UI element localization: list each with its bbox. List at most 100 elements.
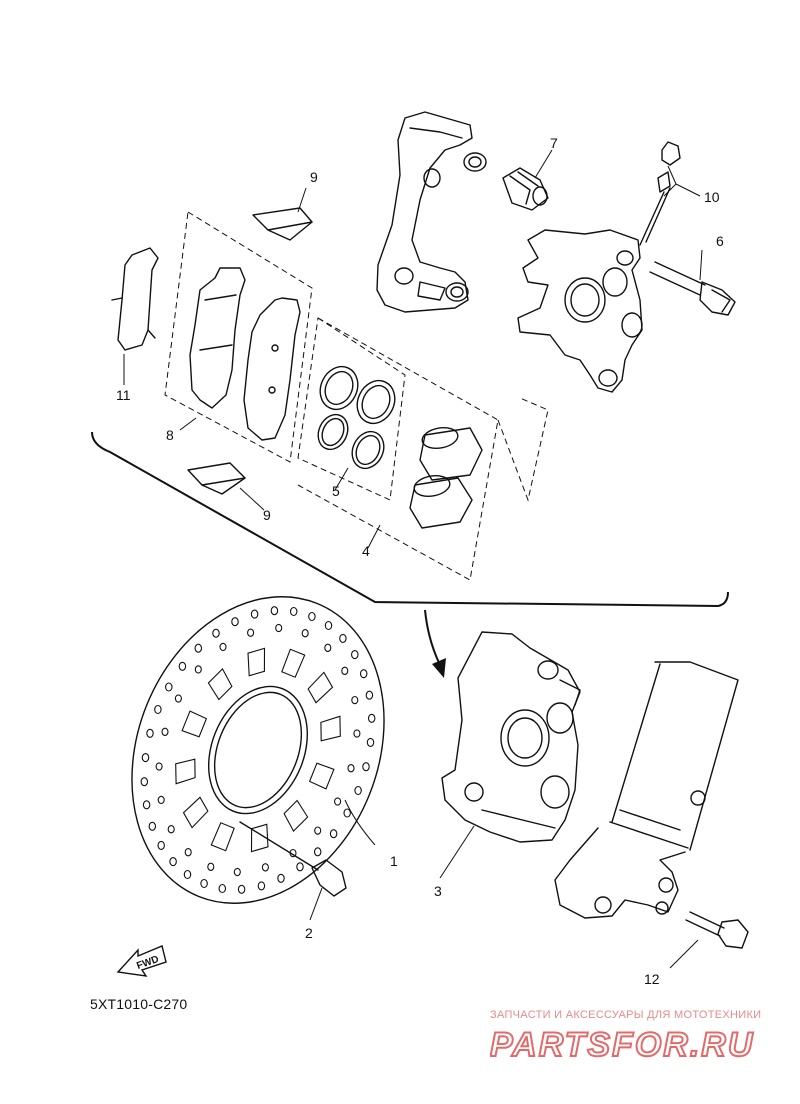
callout-4: 4 xyxy=(362,543,370,559)
disc-hole xyxy=(174,694,182,703)
callout-12: 12 xyxy=(644,971,660,987)
disc-hole xyxy=(289,606,298,617)
callout-9-bottom: 9 xyxy=(263,507,271,523)
watermark-caption: ЗАПЧАСТИ И АКСЕССУАРЫ ДЛЯ МОТОТЕХНИКИ xyxy=(490,1009,762,1021)
disc-hole xyxy=(146,728,154,738)
disc-hole xyxy=(167,825,175,834)
disc-hole xyxy=(183,869,192,880)
disc-hole xyxy=(233,867,241,877)
frame-seal-kit xyxy=(297,317,406,501)
disc-hole xyxy=(308,611,316,622)
disc-hole xyxy=(329,829,338,839)
disc-vent-slot xyxy=(281,648,306,678)
disc-hole xyxy=(314,826,322,835)
disc-hole xyxy=(301,629,309,638)
disc-hole xyxy=(277,873,285,883)
disc-bolt xyxy=(239,821,347,897)
disc-hole xyxy=(367,713,376,723)
disc-hole xyxy=(178,661,187,671)
disc-hole xyxy=(140,777,149,787)
frame-pad-kit xyxy=(164,211,313,463)
disc-hole xyxy=(365,690,374,700)
disc-vent-slot xyxy=(307,671,334,704)
disc-vent-slot xyxy=(250,823,269,853)
disc-hole xyxy=(339,633,347,643)
disc-hole xyxy=(351,695,359,705)
frame-caliper-kit xyxy=(297,317,499,581)
brake-pad-left xyxy=(189,267,246,409)
disc-hole xyxy=(212,628,220,638)
caliper-assembly xyxy=(441,631,581,843)
disc-vent-slot xyxy=(320,715,341,742)
disc-hole xyxy=(261,863,269,872)
pad-shim-top xyxy=(252,207,313,241)
bleed-screw xyxy=(639,141,681,246)
disc-hole xyxy=(157,795,165,805)
watermark-logo-text: PARTSFOR.RU xyxy=(490,1026,754,1064)
disc-vent-slot xyxy=(182,796,209,829)
disc-hole xyxy=(324,620,333,631)
front-fork xyxy=(554,661,739,919)
disc-hole xyxy=(341,666,349,675)
disc-hole xyxy=(324,643,332,652)
brake-disc xyxy=(131,596,385,904)
disc-hole xyxy=(359,669,368,679)
disc-hole xyxy=(257,881,266,891)
disc-hole xyxy=(334,797,342,806)
callout-8: 8 xyxy=(166,427,174,443)
callout-1: 1 xyxy=(390,853,398,869)
disc-hole xyxy=(347,764,355,773)
disc-vent-slot xyxy=(175,758,196,785)
callout-6: 6 xyxy=(716,233,724,249)
disc-hole xyxy=(207,862,215,871)
disc-hole xyxy=(219,642,227,652)
pin-boot xyxy=(502,167,549,211)
callouts: 1 2 3 4 5 6 7 8 9 9 10 11 12 xyxy=(116,135,724,987)
frame-caliper-kit-right xyxy=(497,397,549,502)
callout-7: 7 xyxy=(550,135,558,151)
caliper-body xyxy=(517,229,643,393)
assembly-arrow xyxy=(424,609,446,678)
callout-5: 5 xyxy=(332,483,340,499)
caliper-bracket xyxy=(376,111,487,313)
watermark-logo: PARTSFOR.RU xyxy=(490,1025,754,1064)
disc-hole xyxy=(231,617,239,627)
disc-hole xyxy=(343,808,351,818)
leader-lines xyxy=(123,149,703,969)
disc-hole xyxy=(247,628,255,637)
disc-hole xyxy=(313,847,322,857)
disc-hole xyxy=(289,848,297,858)
disc-vent-slot xyxy=(181,710,208,738)
caliper-pistons xyxy=(409,426,483,529)
callout-11: 11 xyxy=(116,387,131,403)
seal-kit xyxy=(317,365,396,470)
disc-hole xyxy=(296,862,304,872)
disc-hole xyxy=(194,665,202,674)
brake-pad-right xyxy=(243,297,301,441)
disc-hole xyxy=(366,737,375,747)
disc-hole xyxy=(250,609,259,619)
disc-vent-slot xyxy=(308,762,335,790)
diagram-code: 5XT1010-C270 xyxy=(90,996,188,1012)
callout-10: 10 xyxy=(704,189,720,205)
disc-hole xyxy=(148,821,157,831)
disc-hole xyxy=(157,840,165,850)
disc-hole xyxy=(351,650,359,660)
disc-hole xyxy=(141,753,150,763)
disc-vent-slot xyxy=(247,647,266,677)
disc-hole xyxy=(154,704,162,715)
callout-9-top: 9 xyxy=(310,169,318,185)
disc-vent-slot xyxy=(210,822,235,852)
axle-bolt xyxy=(685,911,749,949)
disc-hole xyxy=(165,682,173,692)
disc-vent-slot xyxy=(207,667,233,701)
assembly-bracket xyxy=(91,431,729,608)
disc-hole xyxy=(169,857,177,867)
disc-hole xyxy=(362,762,370,772)
callout-3: 3 xyxy=(434,883,442,899)
disc-vent-slot xyxy=(283,799,309,833)
disc-hole xyxy=(155,762,163,771)
disc-hole xyxy=(275,623,283,633)
disc-hole xyxy=(194,643,203,653)
